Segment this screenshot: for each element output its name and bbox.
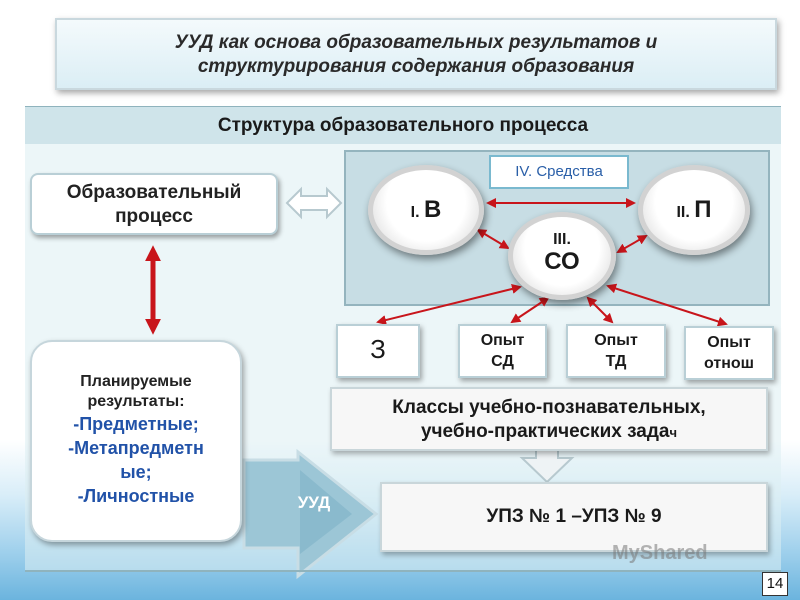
arrow-p-co xyxy=(616,235,648,253)
arrow-co-sd xyxy=(510,296,550,324)
down-arrow-icon xyxy=(519,445,575,484)
circle-co: III. СО xyxy=(508,212,616,300)
experience-sd-box: Опыт СД xyxy=(458,324,547,378)
arrow-co-z xyxy=(376,284,522,325)
experience-z-box: З xyxy=(336,324,420,378)
experience-sd-line2: СД xyxy=(491,353,514,370)
arrow-co-td xyxy=(586,296,614,324)
results-item: -Предметные; xyxy=(73,414,199,434)
results-item: -Личностные xyxy=(77,486,195,506)
results-item: -Метапредметн xyxy=(68,438,204,458)
watermark: MyShared xyxy=(612,542,708,564)
circle-p: II. П xyxy=(638,165,750,255)
circle-v-letter: В xyxy=(424,196,442,223)
circle-co-num: III. xyxy=(553,231,571,248)
arrow-co-ot xyxy=(606,283,728,327)
experience-ot-line2: отнош xyxy=(704,355,754,372)
experience-td-line2: ТД xyxy=(605,353,627,370)
tasks-line2-tail: ч xyxy=(669,425,678,440)
results-label1: Планируемые xyxy=(80,373,192,390)
experience-ot-box: Опыт отнош xyxy=(684,326,774,380)
uud-label: УУД xyxy=(297,493,331,512)
experience-sd-line1: Опыт xyxy=(480,332,525,349)
results-label2: результаты: xyxy=(87,393,185,410)
slide-title: УУД как основа образовательных результат… xyxy=(55,18,777,90)
slide-title-line2: структурирования содержания образования xyxy=(197,56,635,77)
bottom-divider xyxy=(25,570,781,572)
circle-p-letter: П xyxy=(694,196,712,223)
section-header: Структура образовательного процесса xyxy=(25,106,781,144)
upz-box: УПЗ № 1 –УПЗ № 9 xyxy=(380,482,768,552)
circle-co-letter: СО xyxy=(544,248,580,275)
arrow-b-co xyxy=(476,228,510,250)
experience-td-line1: Опыт xyxy=(594,332,638,349)
tasks-line2: учебно-практических задач xyxy=(332,420,766,445)
uud-chevron-icon xyxy=(242,448,379,580)
tasks-line1: Классы учебно-познавательных, xyxy=(392,397,706,418)
slide-title-line1: УУД как основа образовательных результат… xyxy=(174,32,658,53)
process-line1: Образовательный xyxy=(66,182,242,203)
results-item: ые; xyxy=(120,462,152,482)
tasks-line2-main: учебно-практических зада xyxy=(420,421,670,442)
circle-v-num: I. xyxy=(410,204,420,221)
experience-td-box: Опыт ТД xyxy=(566,324,666,378)
page-number: 14 xyxy=(762,572,788,596)
double-arrow-icon xyxy=(285,186,343,220)
educational-process-box: Образовательный процесс xyxy=(30,173,278,235)
task-classes-box: Классы учебно-познавательных, учебно-пра… xyxy=(330,387,768,451)
circle-p-num: II. xyxy=(676,204,690,221)
planned-results-box: Планируемые результаты: -Предметные; -Ме… xyxy=(30,340,242,542)
experience-ot-line1: Опыт xyxy=(707,334,751,351)
means-box: IV. Средства xyxy=(489,155,629,189)
process-line2: процесс xyxy=(115,206,193,227)
circle-v: I. В xyxy=(368,165,484,255)
